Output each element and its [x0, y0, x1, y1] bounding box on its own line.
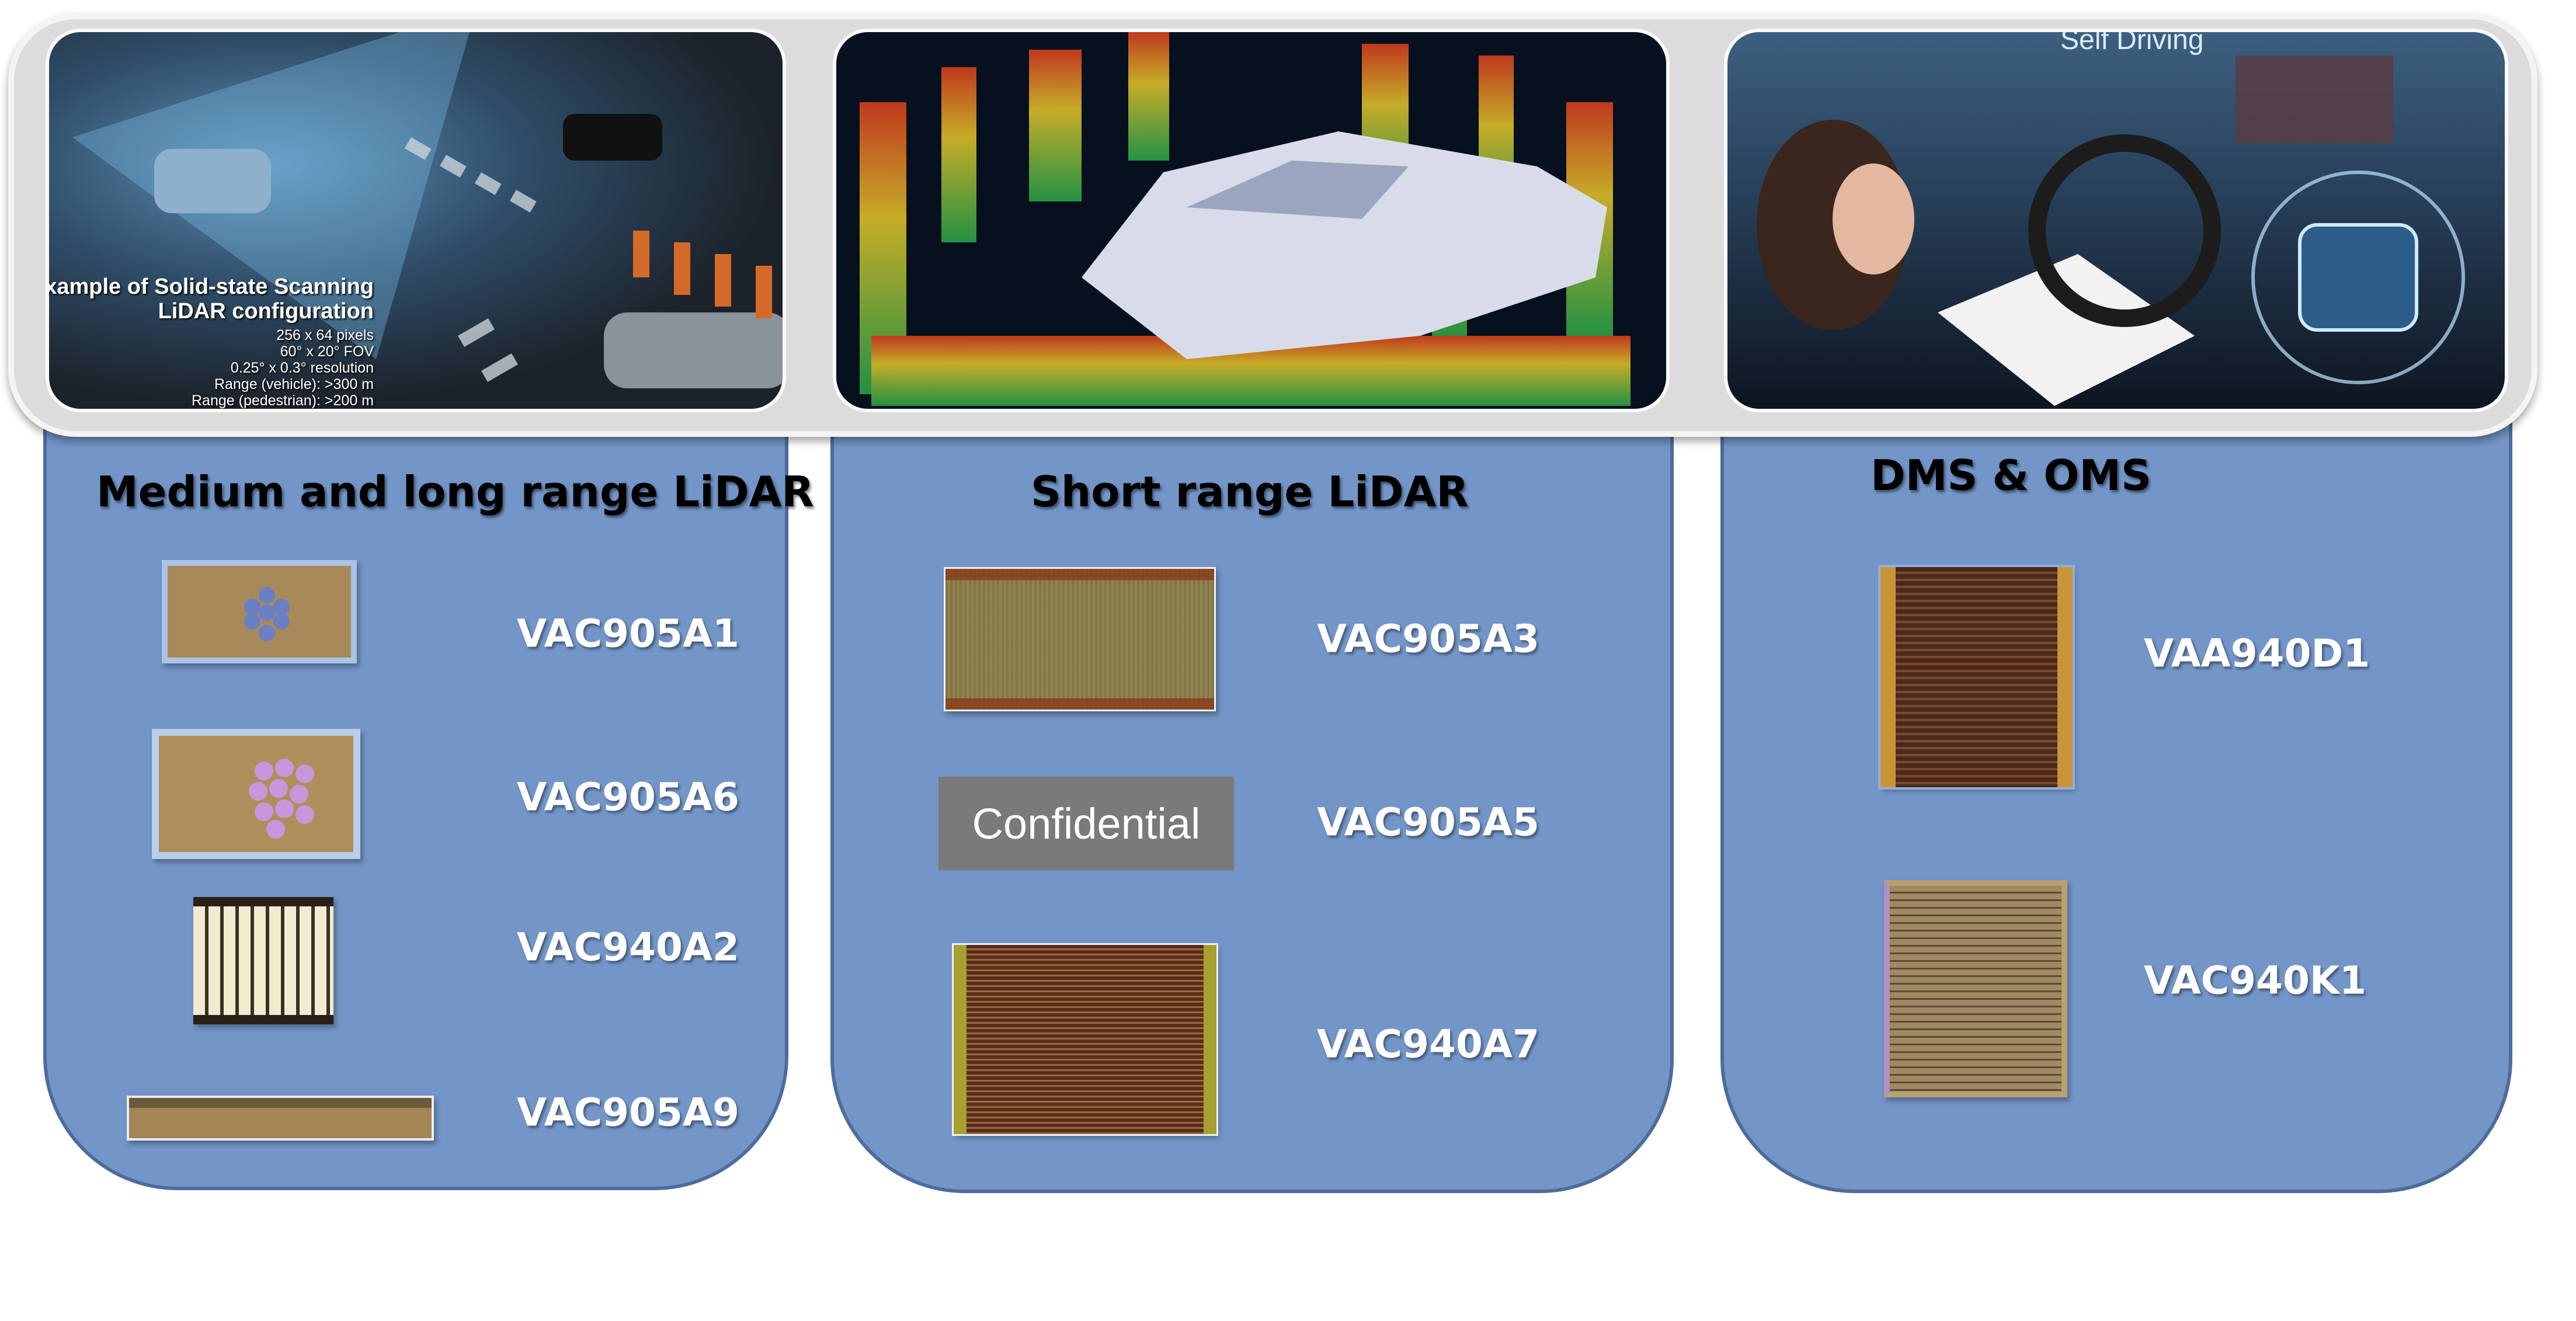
- chip-image-vaa940d1: [1878, 565, 2075, 790]
- product-label-vac905a5: VAC905A5: [1317, 799, 1539, 845]
- product-label-vac940a7: VAC940A7: [1317, 1021, 1539, 1067]
- panel-dms-oms: [1720, 409, 2512, 1193]
- cabin-illustration: [1757, 55, 2465, 406]
- product-label-vac905a9: VAC905A9: [517, 1090, 739, 1135]
- photo-self-driving-cabin: Self Driving: [1724, 29, 2508, 412]
- product-label-vac905a1: VAC905A1: [517, 611, 739, 656]
- chip-image-vac905a9: [127, 1096, 434, 1141]
- photo-solid-state-lidar: Example of Solid-state Scanning LiDAR co…: [46, 29, 786, 412]
- chip-image-vac940a7: [952, 943, 1218, 1136]
- product-label-vac940k1: VAC940K1: [2144, 958, 2366, 1003]
- lidar-overlay-specs: 256 x 64 pixels 60° x 20° FOV 0.25° x 0.…: [192, 327, 374, 409]
- product-label-vac905a3: VAC905A3: [1317, 616, 1539, 662]
- chip-image-vac905a6: [152, 729, 360, 859]
- product-label-vac940a2: VAC940A2: [517, 924, 739, 970]
- lidar-fov-illustration: [72, 32, 783, 388]
- product-label-vac905a6: VAC905A6: [517, 774, 739, 820]
- chip-image-vac940k1: [1884, 880, 2067, 1097]
- panel-title-short-range-lidar: Short range LiDAR: [1031, 467, 1469, 516]
- panel-title-medium-long-range-lidar: Medium and long range LiDAR: [96, 467, 814, 516]
- chip-image-vac905a3: [944, 567, 1216, 711]
- chip-image-vac905a1: [162, 560, 357, 663]
- panel-title-dms-oms: DMS & OMS: [1871, 451, 2151, 500]
- self-driving-overlay-text: Self Driving: [2060, 29, 2204, 55]
- lidar-overlay-title: Example of Solid-state Scanning LiDAR co…: [46, 274, 374, 324]
- point-cloud-illustration: [860, 32, 1631, 406]
- product-label-vaa940d1: VAA940D1: [2144, 631, 2370, 676]
- chip-image-vac940a2: [193, 897, 333, 1024]
- confidential-placeholder: Confidential: [938, 777, 1234, 870]
- photo-point-cloud: [833, 29, 1670, 412]
